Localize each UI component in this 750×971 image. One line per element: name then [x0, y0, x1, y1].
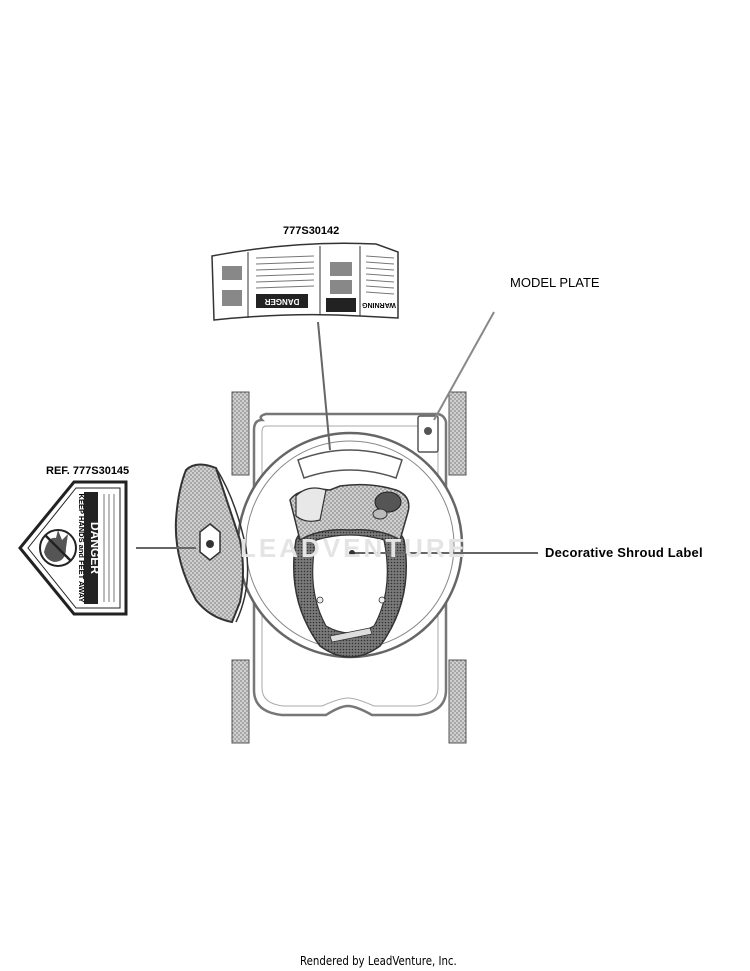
leader-top-decal: [317, 321, 331, 451]
wheel-front-left: [231, 391, 250, 476]
decorative-shroud-label: [312, 534, 388, 634]
label-shroud: Decorative Shroud Label: [545, 545, 703, 560]
shroud-rivet-left: [316, 596, 324, 604]
wheel-front-right: [448, 391, 467, 476]
wheel-rear-left: [231, 659, 250, 744]
footer-credit: Rendered by LeadVenture, Inc.: [300, 954, 457, 968]
top-decal-danger: DANGER: [264, 297, 299, 306]
chute-rim: [215, 467, 249, 623]
label-model-plate: MODEL PLATE: [510, 275, 600, 290]
top-decal-drawing: DANGER WARNING: [211, 242, 399, 321]
leader-model-plate: [433, 311, 495, 421]
oil-cap: [372, 508, 388, 520]
shroud-rivet-right: [378, 596, 386, 604]
danger-decal-heading: DANGER: [88, 522, 102, 574]
wheel-rear-right: [448, 659, 467, 744]
label-ref-decal: REF. 777S30145: [46, 465, 130, 477]
recoil-handle: [295, 487, 327, 522]
fuel-cap: [374, 491, 402, 513]
danger-decal-subheading: KEEP HANDS and FEET AWAY: [77, 494, 86, 603]
chute-decal-dot: [206, 540, 214, 548]
shroud-badge: [329, 627, 373, 643]
label-top-decal: 777S30142: [283, 225, 340, 237]
danger-decal-drawing: DANGER KEEP HANDS and FEET AWAY: [18, 480, 128, 616]
top-decal-warning: WARNING: [362, 301, 396, 308]
leader-shroud-dot: [349, 550, 355, 556]
model-plate-dot: [424, 427, 432, 435]
watermark: LEADVENTURE: [240, 533, 469, 563]
deck-decal-outline: [297, 449, 403, 479]
